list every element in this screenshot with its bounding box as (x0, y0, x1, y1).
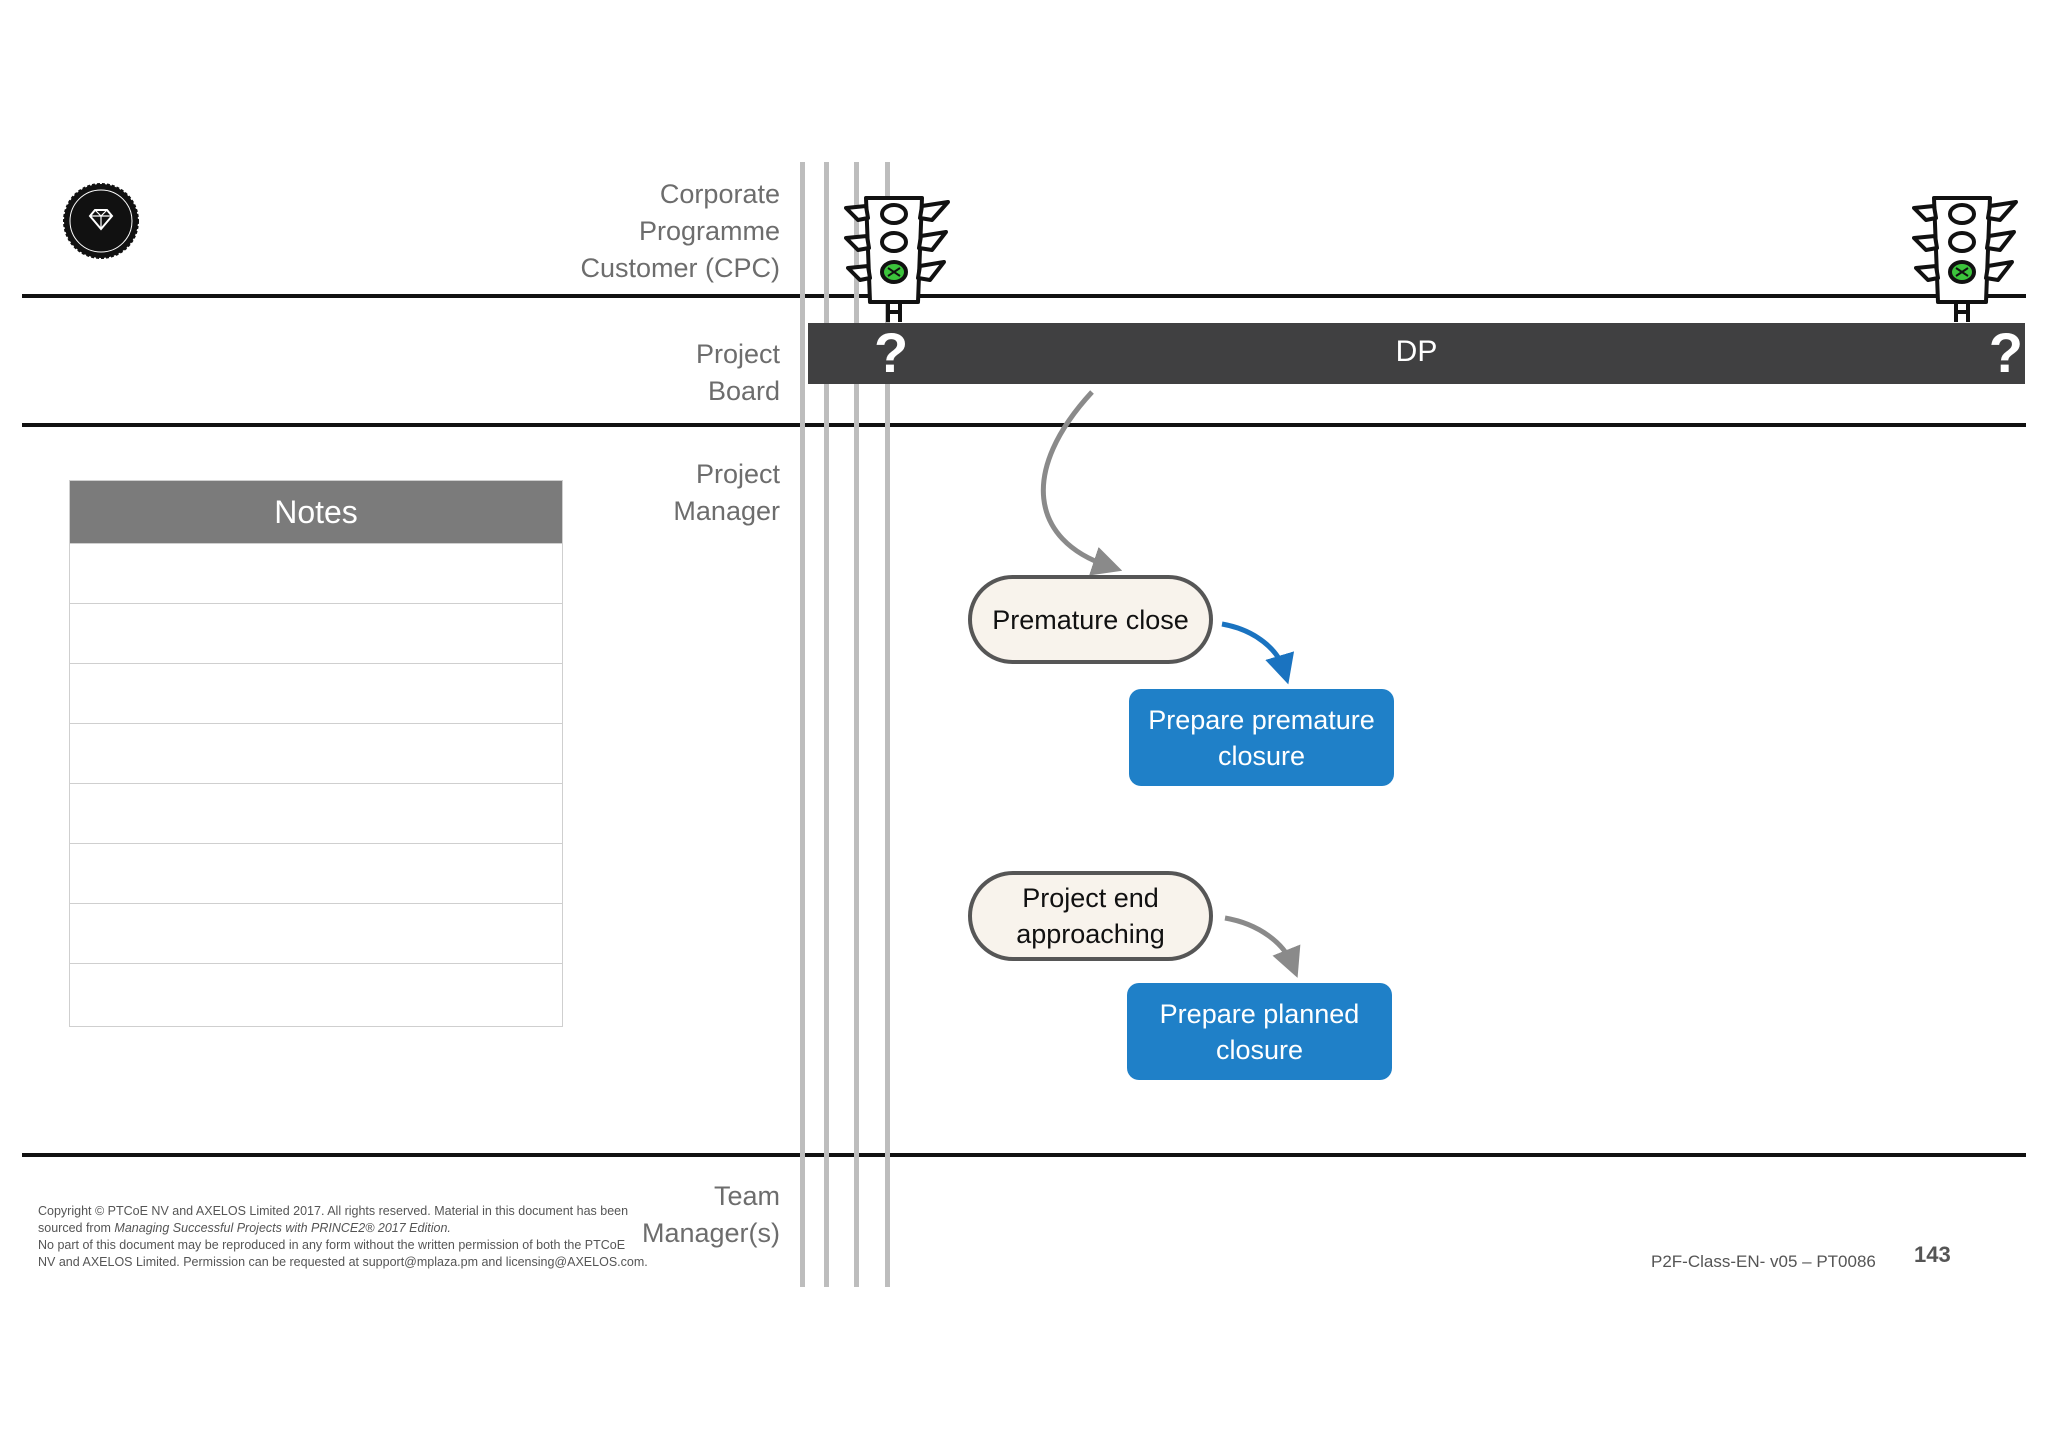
notes-line[interactable] (70, 603, 562, 663)
traffic-light-icon (1912, 196, 2018, 322)
ptcoe-logo (63, 183, 139, 259)
notes-line[interactable] (70, 543, 562, 603)
directing-project-bar: DP ? ? (808, 323, 2025, 384)
traffic-light-icon (844, 196, 950, 322)
lane-label-corporate: Corporate Programme Customer (CPC) (580, 179, 780, 283)
question-mark-left: ? (874, 321, 909, 384)
timeline-line (800, 162, 805, 1287)
trigger-project-end-approaching: Project end approaching (968, 871, 1213, 961)
trigger-premature-close: Premature close (968, 575, 1213, 664)
dp-label: DP (1395, 335, 1438, 368)
activity-prepare-premature-closure[interactable]: Prepare premature closure (1129, 689, 1394, 786)
arrow-end-to-prepare (1224, 915, 1301, 978)
notes-title: Notes (70, 481, 562, 543)
question-mark-right: ? (1988, 321, 2023, 384)
copyright-line: NV and AXELOS Limited. Permission can be… (38, 1255, 648, 1269)
notes-line[interactable] (70, 723, 562, 783)
copyright-notice: Copyright © PTCoE NV and AXELOS Limited … (38, 1203, 688, 1271)
lane-label-team: Team Manager(s) (641, 1181, 780, 1248)
page-number: 143 (1914, 1242, 1951, 1267)
copyright-line: sourced from Managing Successful Project… (38, 1221, 451, 1235)
activity-prepare-planned-closure[interactable]: Prepare planned closure (1127, 983, 1392, 1080)
timeline-line (824, 162, 829, 1287)
lane-divider-board (22, 423, 2026, 427)
timeline-line (885, 162, 890, 1287)
timeline-line (854, 162, 859, 1287)
notes-panel: Notes (69, 480, 563, 1027)
diamond-seal-icon (63, 183, 139, 259)
notes-line[interactable] (70, 963, 562, 1023)
lane-divider-corporate (22, 294, 2026, 298)
lane-divider-manager (22, 1153, 2026, 1157)
copyright-line: No part of this document may be reproduc… (38, 1238, 626, 1252)
document-reference: P2F-Class-EN- v05 – PT0086 (1651, 1252, 1876, 1271)
arrow-premature-to-prepare (1221, 621, 1295, 685)
lane-label-manager: Project Manager (673, 459, 780, 526)
lane-label-board: Project Board (695, 339, 780, 406)
copyright-line: Copyright © PTCoE NV and AXELOS Limited … (38, 1204, 629, 1218)
arrow-dp-to-premature (1040, 390, 1123, 576)
notes-line[interactable] (70, 843, 562, 903)
notes-line[interactable] (70, 783, 562, 843)
notes-line[interactable] (70, 663, 562, 723)
notes-line[interactable] (70, 903, 562, 963)
